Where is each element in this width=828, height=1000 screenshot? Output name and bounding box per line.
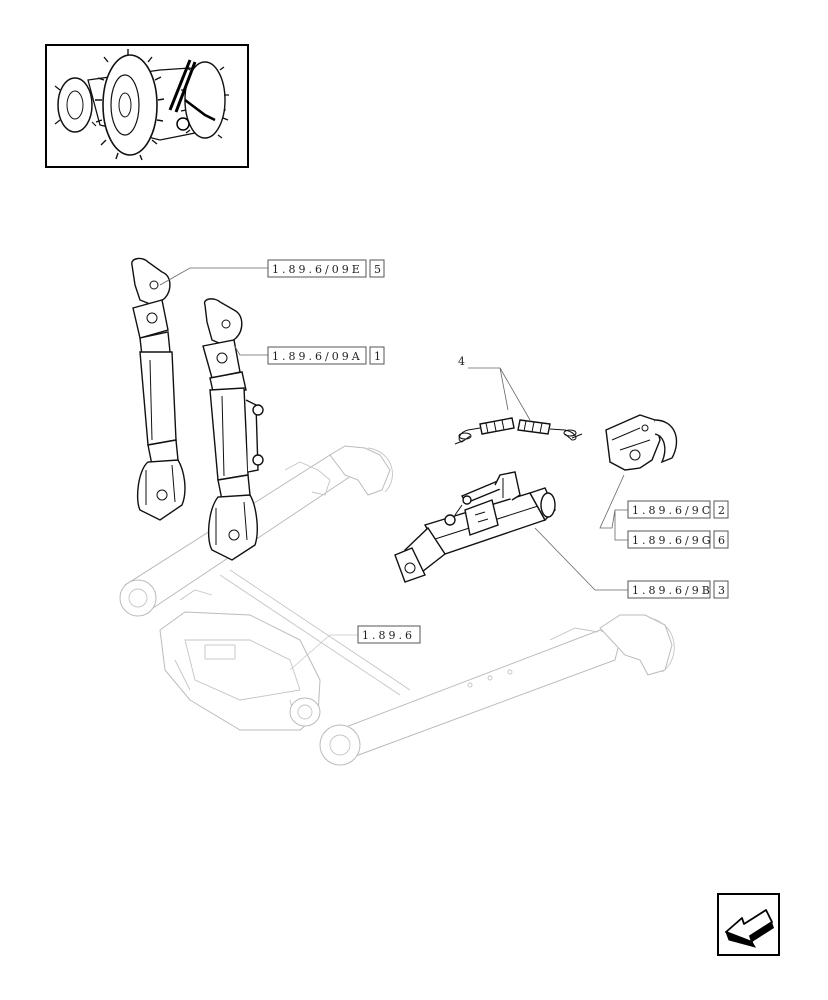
callout-1-89-6-9g[interactable]: 1.89.6/9G 6 <box>627 530 729 549</box>
callout-1-89-6-09a[interactable]: 1.89.6/09A 1 <box>267 346 385 365</box>
leader-lines <box>159 267 628 671</box>
callout-qty: 3 <box>718 584 725 597</box>
callout-ref: 1.89.6/9G <box>632 534 713 547</box>
callout-ref: 1.89.6/09A <box>272 350 363 363</box>
lift-rod-right <box>202 298 264 561</box>
callout-qty: 2 <box>718 504 725 517</box>
item-label-4: 4 <box>458 355 465 368</box>
check-chain <box>454 417 583 445</box>
lift-rod-left <box>131 257 186 521</box>
tractor-thumbnail-icon[interactable] <box>45 44 249 168</box>
callout-1-89-6[interactable]: 1.89.6 <box>357 625 421 644</box>
callout-qty: 1 <box>374 350 381 363</box>
callout-ref: 1.89.6/9C <box>632 504 713 517</box>
hydraulic-cylinder <box>394 471 556 583</box>
callout-ref: 1.89.6/9B <box>632 584 713 597</box>
callout-ref: 1.89.6/09E <box>272 263 363 276</box>
lift-linkage-assembly <box>119 445 675 766</box>
hook-end <box>605 414 678 471</box>
callout-qty: 6 <box>718 534 725 547</box>
callout-ref: 1.89.6 <box>362 629 415 642</box>
callout-1-89-6-9b[interactable]: 1.89.6/9B 3 <box>627 580 729 599</box>
back-arrow-icon[interactable] <box>717 893 780 956</box>
callout-1-89-6-09e[interactable]: 1.89.6/09E 5 <box>267 259 385 278</box>
callout-qty: 5 <box>374 263 381 276</box>
callout-1-89-6-9c[interactable]: 1.89.6/9C 2 <box>627 500 729 519</box>
